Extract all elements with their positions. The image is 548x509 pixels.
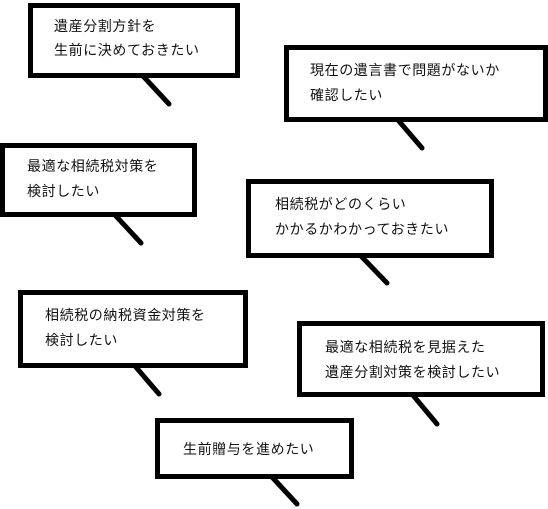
bubble-text-line: 相続税がどのくらい bbox=[275, 197, 407, 213]
bubble-text-line: 最適な相続税を見据えた bbox=[325, 340, 486, 356]
bubble-text-line: 生前贈与を進めたい bbox=[183, 442, 315, 458]
bubble-text-line: 検討したい bbox=[27, 184, 100, 200]
speech-bubble bbox=[155, 418, 354, 479]
bubble-text-line: 確認したい bbox=[310, 88, 383, 104]
bubble-tail-1 bbox=[140, 73, 172, 107]
bubble-text-line: 現在の遺言書で問題がないか bbox=[310, 63, 500, 79]
bubble-tail-5 bbox=[132, 363, 162, 397]
speech-bubble bbox=[246, 179, 494, 258]
bubble-text-line: 検討したい bbox=[45, 333, 118, 349]
bubble-tail-6 bbox=[409, 391, 440, 427]
bubble-text-line: 最適な相続税対策を bbox=[27, 159, 159, 175]
speech-bubble bbox=[0, 143, 197, 217]
bubble-text-line: 遺産分割方針を bbox=[54, 19, 157, 35]
speech-bubble bbox=[18, 290, 248, 368]
bubble-tail-2 bbox=[395, 117, 425, 151]
bubble-text-line: 相続税の納税資金対策を bbox=[45, 308, 206, 324]
speech-bubble bbox=[297, 321, 545, 397]
bubble-text-line: かかるかわかっておきたい bbox=[275, 222, 450, 238]
bubble-tail-7 bbox=[269, 474, 300, 507]
bubble-tail-4 bbox=[358, 253, 390, 286]
speech-bubble bbox=[284, 45, 548, 122]
bubble-text-line: 生前に決めておきたい bbox=[54, 43, 200, 59]
bubble-tail-3 bbox=[112, 212, 144, 246]
speech-bubble bbox=[28, 3, 240, 78]
bubble-text-line: 遺産分割対策を検討したい bbox=[325, 365, 501, 381]
